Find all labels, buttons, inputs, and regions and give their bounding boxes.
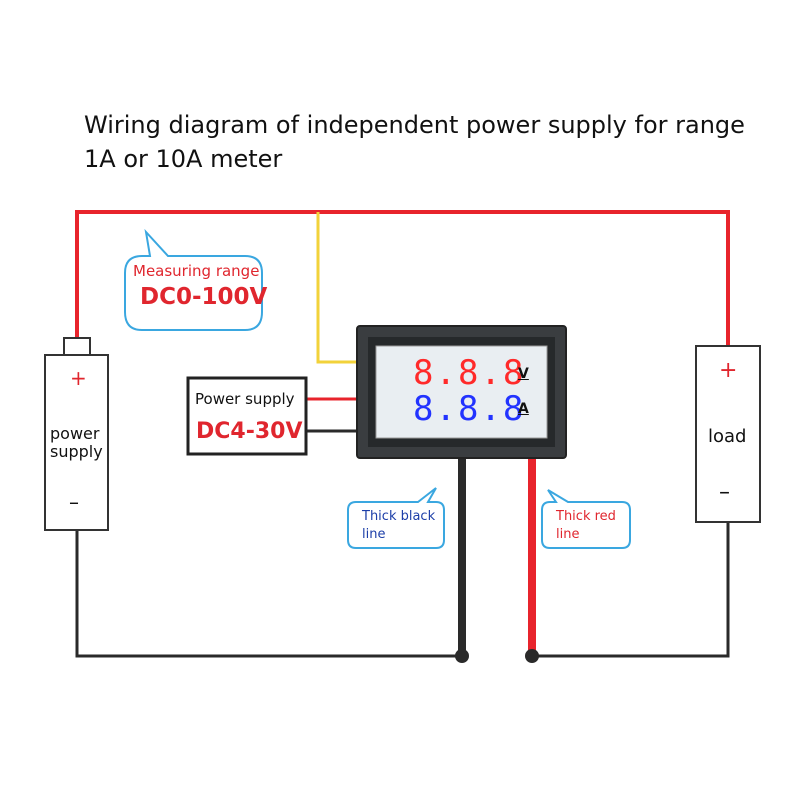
top-red-wire (75, 210, 730, 346)
title-line-2: 1A or 10A meter (84, 145, 283, 173)
title-line-1: Wiring diagram of independent power supp… (84, 111, 745, 139)
power-supply-box (186, 376, 308, 456)
red-bubble-outline (541, 489, 631, 549)
yellow-wire (316, 212, 362, 364)
battery-body (44, 354, 109, 531)
black-bubble-line1: Thick black (362, 509, 436, 524)
bottom-black-wire-right (532, 522, 730, 658)
measuring-bubble-outline (124, 228, 263, 331)
current-digits: 8.8.8 (413, 389, 526, 429)
red-bubble-line1: Thick red (556, 509, 616, 524)
black-bubble-line2: line (362, 527, 386, 542)
load-label: load (708, 426, 747, 447)
junction-red (525, 649, 539, 663)
power-supply-label: Power supply (195, 390, 295, 408)
junction-black (455, 649, 469, 663)
voltage-digits: 8.8.8 (413, 353, 526, 393)
measuring-range-value: DC0-100V (140, 284, 268, 310)
battery-minus-sign: – (69, 490, 79, 514)
battery-plus-sign: + (70, 366, 87, 390)
meter-screen (375, 345, 548, 439)
battery-label-line1: power (50, 424, 100, 443)
battery-terminal (63, 337, 91, 356)
measuring-range-label: Measuring range (133, 262, 260, 280)
load-body (695, 345, 761, 523)
battery-label-line2: supply (50, 442, 103, 461)
diagram-title: Wiring diagram of independent power supp… (84, 108, 784, 176)
voltage-unit: V (518, 366, 529, 382)
load-plus-sign: + (719, 358, 738, 383)
red-bubble-line2: line (556, 527, 580, 542)
power-supply-value: DC4-30V (196, 419, 303, 444)
load-minus-sign: – (719, 480, 730, 505)
black-bubble-outline (347, 487, 445, 549)
bottom-black-wire (75, 528, 462, 658)
current-unit: A (518, 401, 529, 417)
